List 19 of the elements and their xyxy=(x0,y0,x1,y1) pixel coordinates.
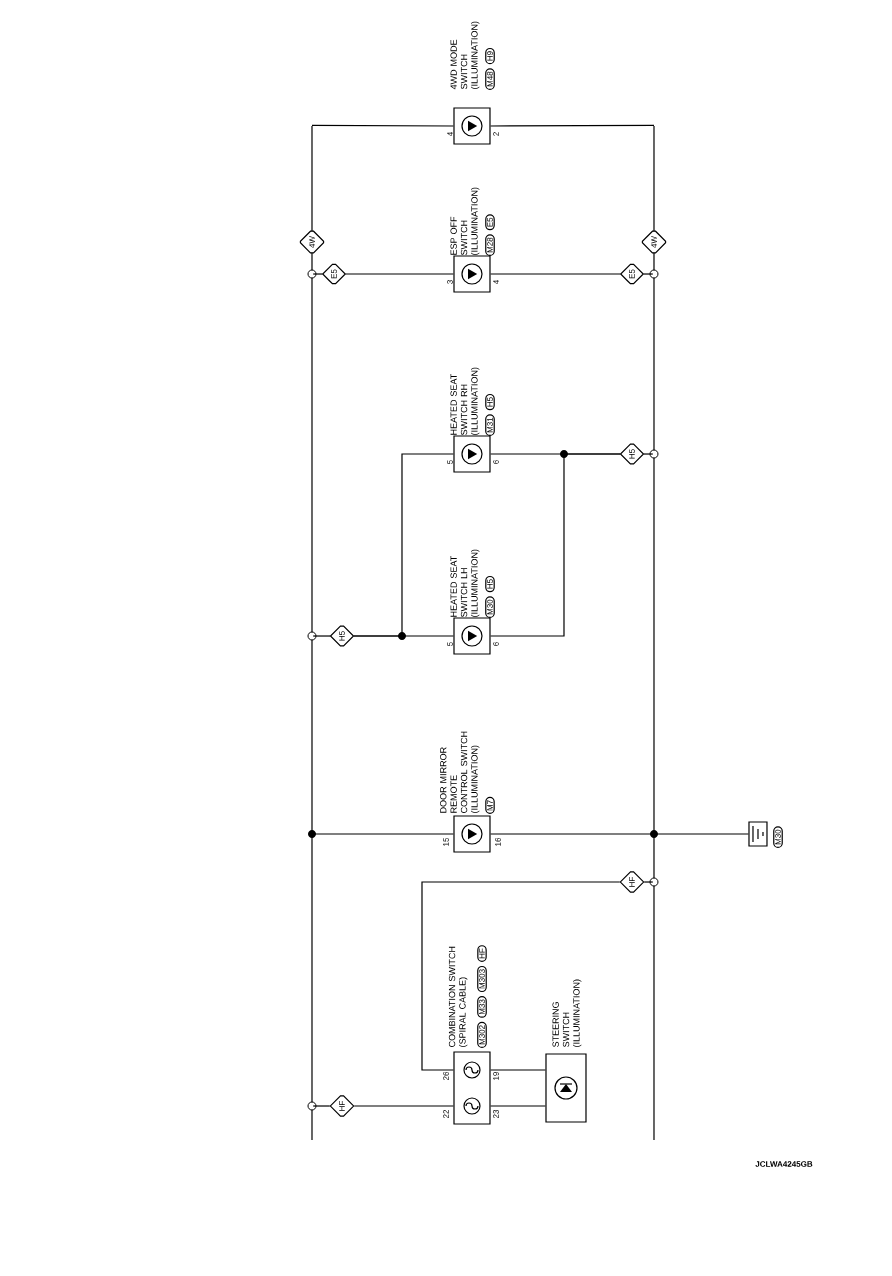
wire xyxy=(312,833,454,835)
wire xyxy=(490,273,621,275)
wire xyxy=(312,635,331,637)
wire xyxy=(654,833,749,835)
wire xyxy=(345,273,454,275)
wire xyxy=(490,124,655,127)
wire xyxy=(490,1105,546,1107)
wire xyxy=(643,453,654,455)
wire xyxy=(353,453,454,637)
wire xyxy=(643,273,654,275)
wire xyxy=(353,1105,454,1107)
wire xyxy=(311,124,454,127)
wire xyxy=(312,1105,331,1107)
wire xyxy=(421,881,621,1071)
wire xyxy=(490,1069,546,1071)
wire xyxy=(312,273,323,275)
wire xyxy=(643,881,654,883)
wire xyxy=(490,833,654,835)
wire xyxy=(490,453,621,455)
